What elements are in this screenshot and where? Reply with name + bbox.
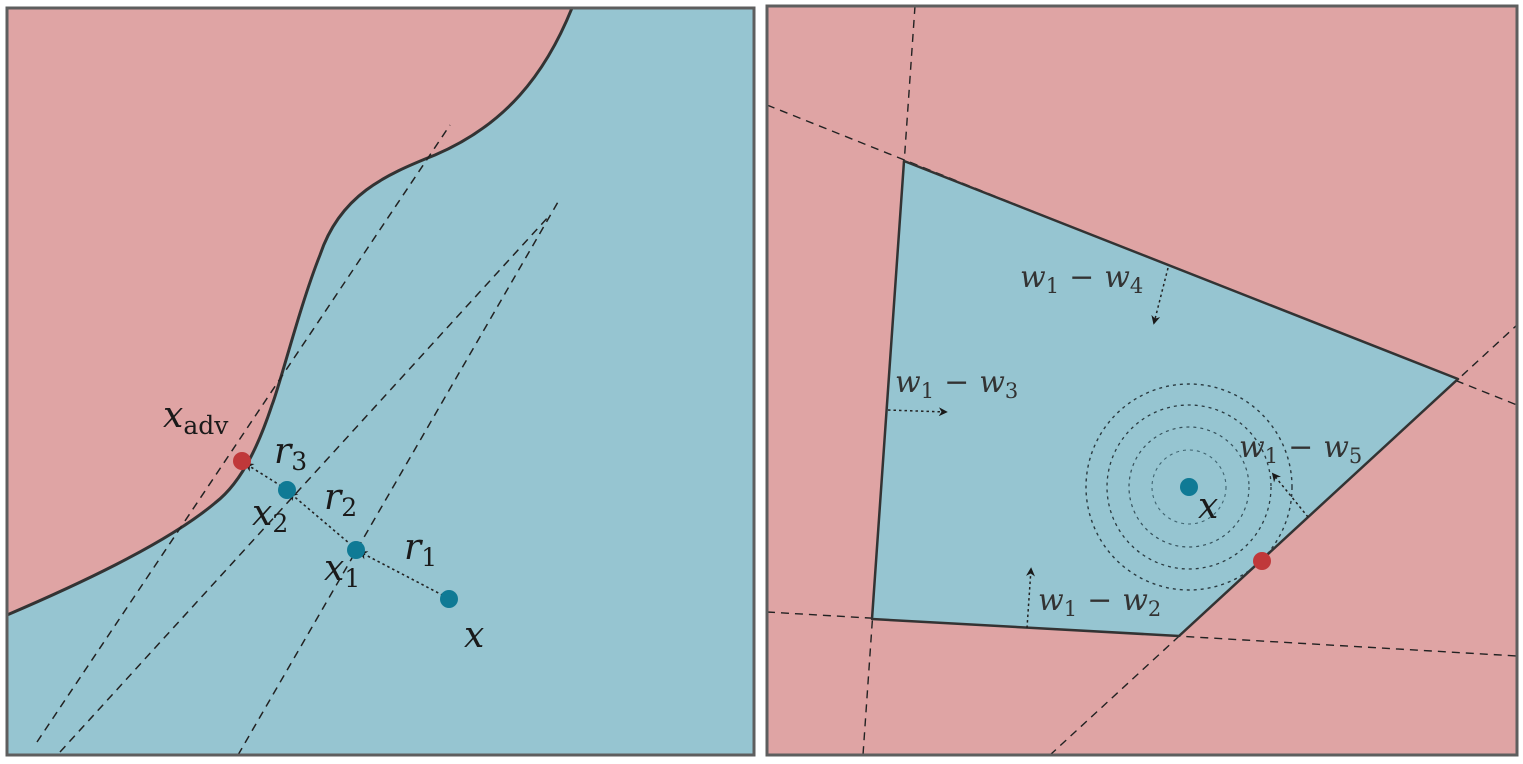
level-set-4 bbox=[1151, 449, 1227, 525]
point-x1 bbox=[347, 541, 365, 559]
left-panel: xadv r3 r2 r1 x2 x1 x bbox=[5, 6, 756, 757]
label-x: x bbox=[464, 615, 484, 656]
right-panel-frame bbox=[765, 4, 1519, 757]
right-panel: x w1−w4 w1−w3 w1−w5 w1−w2 bbox=[765, 4, 1519, 757]
level-set-1 bbox=[1085, 383, 1293, 591]
label-x2: x2 bbox=[252, 493, 288, 538]
level-set-3 bbox=[1128, 426, 1250, 548]
point-x-adv bbox=[233, 452, 251, 470]
nonlinear-decision-boundary bbox=[7, 8, 574, 617]
left-red-region bbox=[7, 8, 572, 615]
normal-arrow-w1-w2 bbox=[1026, 567, 1036, 629]
step-arrow-r1 bbox=[358, 551, 449, 599]
point-x2 bbox=[278, 481, 296, 499]
step-arrow-r3 bbox=[244, 463, 287, 490]
label-center-x: x bbox=[1198, 486, 1218, 527]
linearized-boundary-3 bbox=[36, 124, 451, 743]
linearized-boundary-1 bbox=[237, 201, 559, 755]
label-w1-w4: w1−w4 bbox=[1020, 260, 1143, 298]
label-w1-w5: w1−w5 bbox=[1239, 430, 1362, 468]
hyperplane-ext-right bbox=[1049, 324, 1517, 755]
normal-arrow-w1-w3 bbox=[887, 407, 948, 417]
label-r2: r2 bbox=[324, 477, 357, 522]
linearized-boundary-2 bbox=[59, 214, 551, 753]
label-x1: x1 bbox=[324, 548, 360, 593]
label-w1-w2: w1−w2 bbox=[1038, 583, 1161, 621]
normal-arrow-w1-w5 bbox=[1271, 472, 1309, 518]
label-r1: r1 bbox=[404, 527, 437, 572]
classification-polytope bbox=[870, 159, 1460, 638]
point-x bbox=[440, 590, 458, 608]
label-x-adv: xadv bbox=[163, 395, 229, 440]
point-center-x bbox=[1180, 478, 1198, 496]
step-arrow-r2 bbox=[288, 491, 357, 550]
label-w1-w3: w1−w3 bbox=[895, 365, 1018, 403]
left-panel-frame bbox=[5, 6, 756, 757]
level-set-2 bbox=[1106, 404, 1272, 570]
label-r3: r3 bbox=[274, 431, 307, 476]
point-closest-boundary bbox=[1253, 552, 1271, 570]
normal-arrow-w1-w4 bbox=[1151, 267, 1169, 325]
